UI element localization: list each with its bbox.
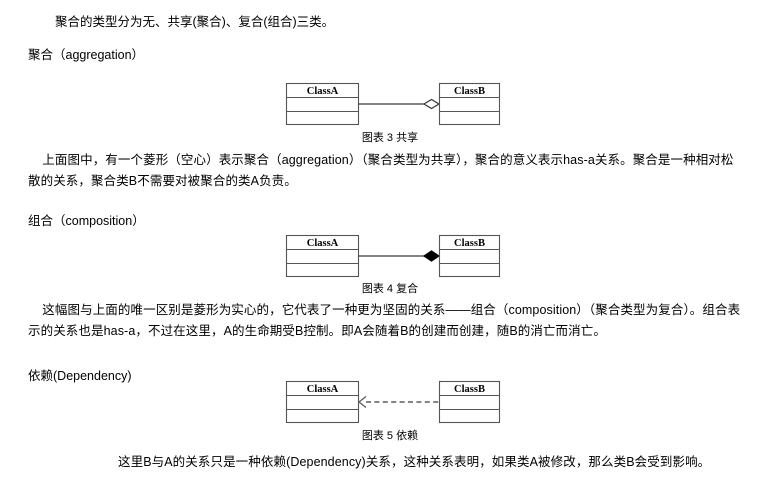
class-box-source: ClassA [285,234,360,278]
intro-paragraph: 聚合的类型分为无、共享(聚合)、复合(组合)三类。 [55,15,335,29]
figure-caption-5: 图表 5 依赖 [361,430,419,442]
class-name-target: ClassB [454,86,485,97]
section-heading-aggregation: 聚合（aggregation） [28,48,145,62]
figure-caption-3: 图表 3 共享 [361,132,419,144]
open-arrowhead-icon [357,395,367,409]
body-paragraph-aggregation: 上面图中，有一个菱形（空心）表示聚合（aggregation）（聚合类型为共享）… [28,153,734,188]
class-box-target: ClassB [438,380,501,424]
section-heading-dependency: 依赖(Dependency) [28,369,132,383]
uml-diagram-composition: ClassA ClassB [280,230,505,280]
class-name-source: ClassA [307,238,339,249]
section-heading-composition: 组合（composition） [28,214,145,228]
class-box-target: ClassB [438,82,501,126]
class-box-target: ClassB [438,234,501,278]
composition-svg: ClassA ClassB [285,234,501,278]
class-name-source: ClassA [307,86,339,97]
class-box-source: ClassA [285,380,360,424]
class-name-target: ClassB [454,238,485,249]
class-box-source: ClassA [285,82,360,126]
class-name-target: ClassB [454,384,485,395]
hollow-diamond-icon [422,98,441,110]
body-paragraph-dependency: 这里B与A的关系只是一种依赖(Dependency)关系，这种关系表明，如果类A… [118,455,711,469]
class-name-source: ClassA [307,384,339,395]
body-paragraph-composition: 这幅图与上面的唯一区别是菱形为实心的，它代表了一种更为坚固的关系——组合（com… [28,303,741,338]
uml-diagram-dependency: ClassA ClassB [280,376,505,426]
aggregation-svg: ClassA ClassB [285,82,501,126]
filled-diamond-icon [422,250,441,262]
dependency-svg: ClassA ClassB [285,380,501,424]
figure-caption-4: 图表 4 复合 [361,283,419,295]
uml-diagram-aggregation: ClassA ClassB [280,78,505,128]
